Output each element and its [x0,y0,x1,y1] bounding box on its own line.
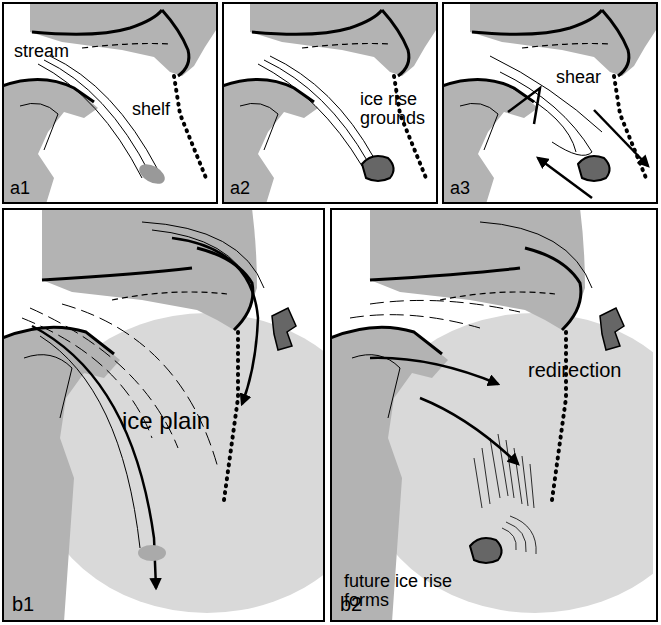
panel-id: a3 [450,179,470,198]
annotation-label: shear [556,68,601,87]
annotation-label: ice rise grounds [360,90,432,128]
figure-panel: stream shelf a1 [2,2,218,204]
annotation-label: ice plain [122,408,210,433]
figure-panel: ice rise grounds a2 [222,2,438,204]
annotation-label: redirection [528,360,621,381]
figure-panel: ice plain b1 [2,208,325,622]
panel-id: b2 [340,594,362,615]
annotation-label: shelf [132,100,170,119]
annotation-label: stream [14,42,69,61]
figure-panel: shear a3 [442,2,658,204]
panel-id: a2 [230,179,250,198]
panel-id: a1 [10,179,30,198]
figure-panel: redirection future ice rise formsb2 [330,208,658,622]
panel-id: b1 [12,594,34,615]
annotation-label: future ice rise forms [344,572,474,610]
